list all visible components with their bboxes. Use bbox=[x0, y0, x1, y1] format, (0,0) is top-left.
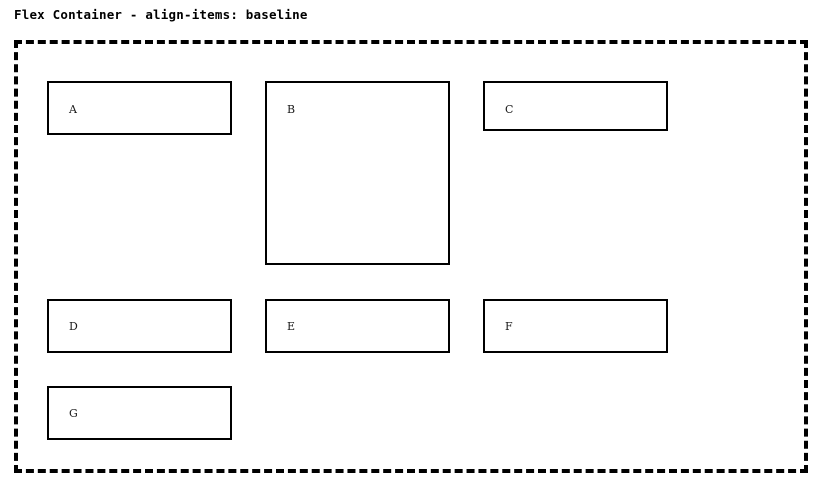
flex-item-a: A bbox=[47, 81, 232, 135]
flex-item-g: G bbox=[47, 386, 232, 440]
flex-item-label: G bbox=[69, 407, 78, 420]
flex-item-label: A bbox=[69, 103, 77, 116]
page-title: Flex Container - align-items: baseline bbox=[14, 7, 308, 22]
flex-item-label: D bbox=[69, 320, 78, 333]
flex-item-f: F bbox=[483, 299, 668, 353]
flex-item-label: E bbox=[287, 320, 296, 333]
flex-item-b: B bbox=[265, 81, 450, 265]
flex-item-label: B bbox=[287, 103, 296, 116]
flex-item-c: C bbox=[483, 81, 668, 131]
flex-item-label: C bbox=[505, 103, 514, 116]
flex-item-label: F bbox=[505, 320, 513, 333]
flex-item-d: D bbox=[47, 299, 232, 353]
flex-item-e: E bbox=[265, 299, 450, 353]
